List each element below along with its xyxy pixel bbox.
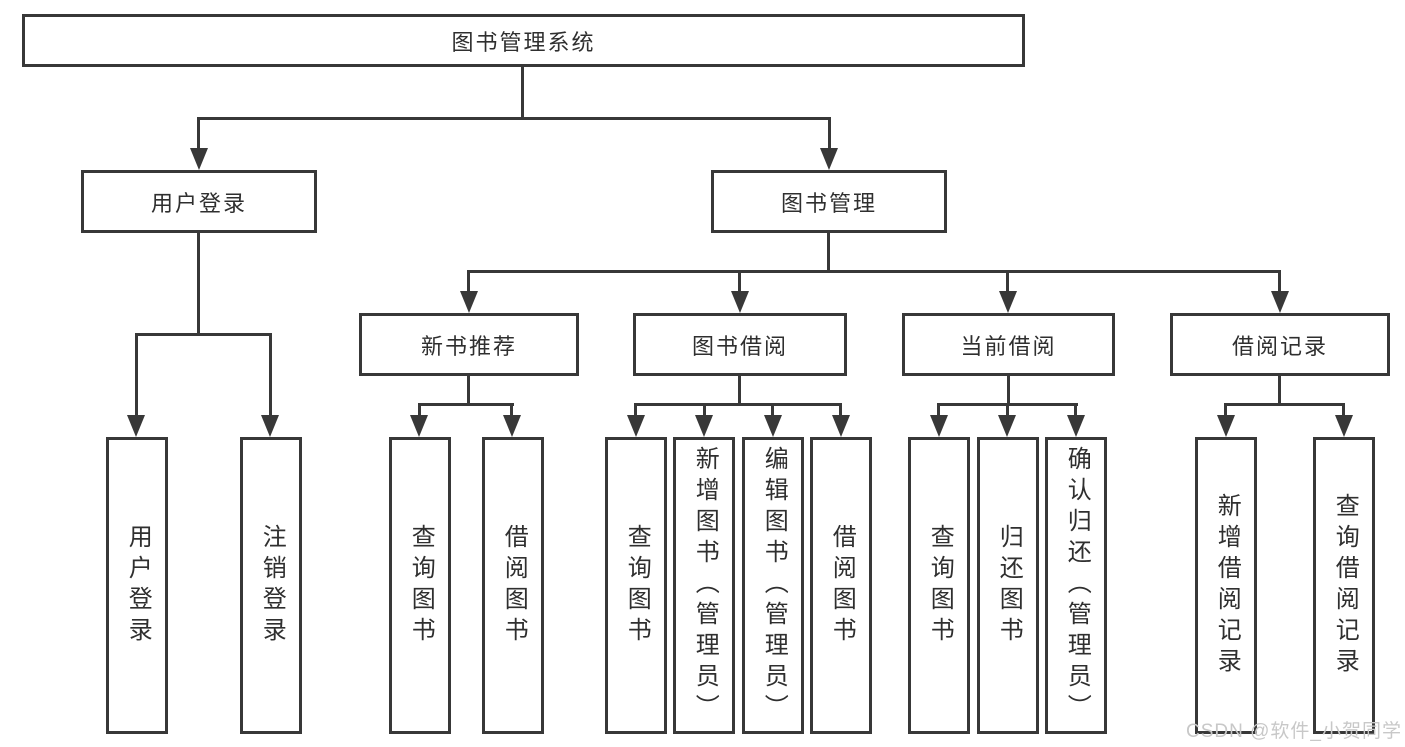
connector-line (197, 119, 200, 152)
leaf-logout: 注销登录 (240, 437, 302, 734)
arrow-down-icon (460, 291, 478, 313)
connector-line (467, 270, 1281, 273)
leaf-logout-label: 注销登录 (258, 523, 286, 648)
leaf-query-books-borrow-label: 查询图书 (623, 523, 651, 648)
arrow-down-icon (999, 291, 1017, 313)
node-root-label: 图书管理系统 (451, 29, 596, 55)
arrow-down-icon (731, 291, 749, 313)
connector-line (937, 405, 940, 418)
leaf-add-borrow-record-label: 新增借阅记录 (1213, 492, 1241, 679)
node-book-management: 图书管理 (711, 170, 947, 233)
node-user-login: 用户登录 (81, 170, 317, 233)
leaf-query-borrow-record-label: 查询借阅记录 (1331, 492, 1359, 679)
connector-line (467, 272, 470, 294)
leaf-add-books-admin-label: 新增图书（管理员） (691, 446, 719, 725)
connector-line (418, 403, 514, 406)
connector-line (135, 333, 272, 336)
arrow-down-icon (410, 415, 428, 437)
leaf-query-books-current: 查询图书 (908, 437, 970, 734)
connector-line (634, 405, 637, 418)
arrow-down-icon (820, 148, 838, 170)
leaf-confirm-return-admin-label: 确认归还（管理员） (1063, 446, 1091, 725)
connector-line (1342, 405, 1345, 418)
connector-line (937, 403, 1078, 406)
leaf-user-login: 用户登录 (106, 437, 168, 734)
connector-line (197, 233, 200, 336)
arrow-down-icon (127, 415, 145, 437)
leaf-query-books-recommend: 查询图书 (389, 437, 451, 734)
connector-line (827, 233, 830, 273)
node-borrow-record: 借阅记录 (1170, 313, 1390, 376)
node-book-borrow: 图书借阅 (633, 313, 847, 376)
arrow-down-icon (695, 415, 713, 437)
connector-line (839, 405, 842, 418)
leaf-borrow-books-recommend: 借阅图书 (482, 437, 544, 734)
node-book-borrow-label: 图书借阅 (691, 333, 788, 359)
connector-line (1224, 403, 1345, 406)
arrow-down-icon (503, 415, 521, 437)
connector-line (521, 67, 524, 120)
arrow-down-icon (764, 415, 782, 437)
connector-line (771, 405, 774, 418)
connector-line (418, 405, 421, 418)
node-new-book-recommend-label: 新书推荐 (420, 333, 517, 359)
leaf-borrow-books: 借阅图书 (810, 437, 872, 734)
node-book-management-label: 图书管理 (780, 190, 877, 216)
leaf-user-login-label: 用户登录 (124, 523, 152, 648)
leaf-return-books-label: 归还图书 (995, 523, 1023, 648)
connector-line (1006, 405, 1009, 418)
connector-line (135, 335, 138, 418)
connector-line (703, 405, 706, 418)
leaf-edit-books-admin: 编辑图书（管理员） (742, 437, 804, 734)
leaf-borrow-books-recommend-label: 借阅图书 (500, 523, 528, 648)
connector-line (738, 272, 741, 294)
arrow-down-icon (261, 415, 279, 437)
arrow-down-icon (190, 148, 208, 170)
connector-line (1074, 405, 1077, 418)
connector-line (1278, 376, 1281, 406)
connector-line (1224, 405, 1227, 418)
csdn-watermark: CSDN @软件_小贺同学 (1186, 721, 1402, 742)
node-root: 图书管理系统 (22, 14, 1025, 67)
connector-line (634, 403, 842, 406)
connector-line (1006, 272, 1009, 294)
leaf-return-books: 归还图书 (977, 437, 1039, 734)
node-user-login-label: 用户登录 (150, 190, 247, 216)
leaf-borrow-books-label: 借阅图书 (828, 523, 856, 648)
connector-line (467, 376, 470, 406)
arrow-down-icon (1335, 415, 1353, 437)
arrow-down-icon (832, 415, 850, 437)
node-current-borrow: 当前借阅 (902, 313, 1115, 376)
leaf-edit-books-admin-label: 编辑图书（管理员） (760, 446, 788, 725)
arrow-down-icon (1217, 415, 1235, 437)
node-borrow-record-label: 借阅记录 (1231, 333, 1328, 359)
connector-line (197, 117, 831, 120)
arrow-down-icon (1067, 415, 1085, 437)
arrow-down-icon (1271, 291, 1289, 313)
connector-line (828, 119, 831, 152)
leaf-query-books-borrow: 查询图书 (605, 437, 667, 734)
leaf-query-books-current-label: 查询图书 (926, 523, 954, 648)
connector-line (510, 405, 513, 418)
leaf-query-books-recommend-label: 查询图书 (407, 523, 435, 648)
leaf-add-borrow-record: 新增借阅记录 (1195, 437, 1257, 734)
connector-line (1007, 376, 1010, 406)
leaf-confirm-return-admin: 确认归还（管理员） (1045, 437, 1107, 734)
connector-line (269, 335, 272, 418)
leaf-add-books-admin: 新增图书（管理员） (673, 437, 735, 734)
leaf-query-borrow-record: 查询借阅记录 (1313, 437, 1375, 734)
arrow-down-icon (627, 415, 645, 437)
connector-line (738, 376, 741, 406)
node-new-book-recommend: 新书推荐 (359, 313, 579, 376)
connector-line (1278, 272, 1281, 294)
arrow-down-icon (998, 415, 1016, 437)
node-current-borrow-label: 当前借阅 (960, 333, 1057, 359)
arrow-down-icon (930, 415, 948, 437)
